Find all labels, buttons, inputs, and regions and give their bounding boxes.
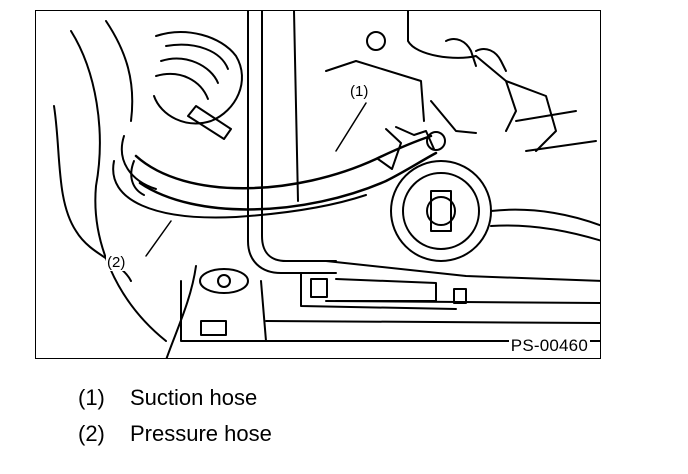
callout-1: (1): [349, 83, 370, 100]
engine-mount: [180, 280, 267, 342]
pump-housing: [325, 60, 425, 122]
legend-label: Pressure hose: [130, 421, 272, 446]
figure-id: PS-00460: [508, 336, 590, 356]
callout-2: (2): [106, 254, 127, 271]
legend: (1) Suction hose (2) Pressure hose: [78, 385, 272, 457]
suction-hose: [134, 134, 433, 190]
hose-clamp: [377, 128, 402, 170]
intake-duct: [153, 31, 243, 125]
legend-number: (1): [78, 385, 105, 410]
legend-number: (2): [78, 421, 105, 446]
pressure-hose: [112, 160, 367, 219]
pulley: [390, 160, 492, 262]
legend-label: Suction hose: [130, 385, 258, 410]
engine-illustration: (1) (2) PS-00460: [35, 10, 601, 359]
legend-item: (1) Suction hose: [78, 385, 272, 421]
leader-line-1: [335, 102, 367, 152]
left-contour: [70, 30, 167, 342]
lower-bracket: [325, 260, 600, 282]
line-drawing: [53, 11, 600, 358]
legend-item: (2) Pressure hose: [78, 421, 272, 457]
leader-line-2: [145, 220, 172, 257]
vertical-pipe: [247, 11, 337, 274]
